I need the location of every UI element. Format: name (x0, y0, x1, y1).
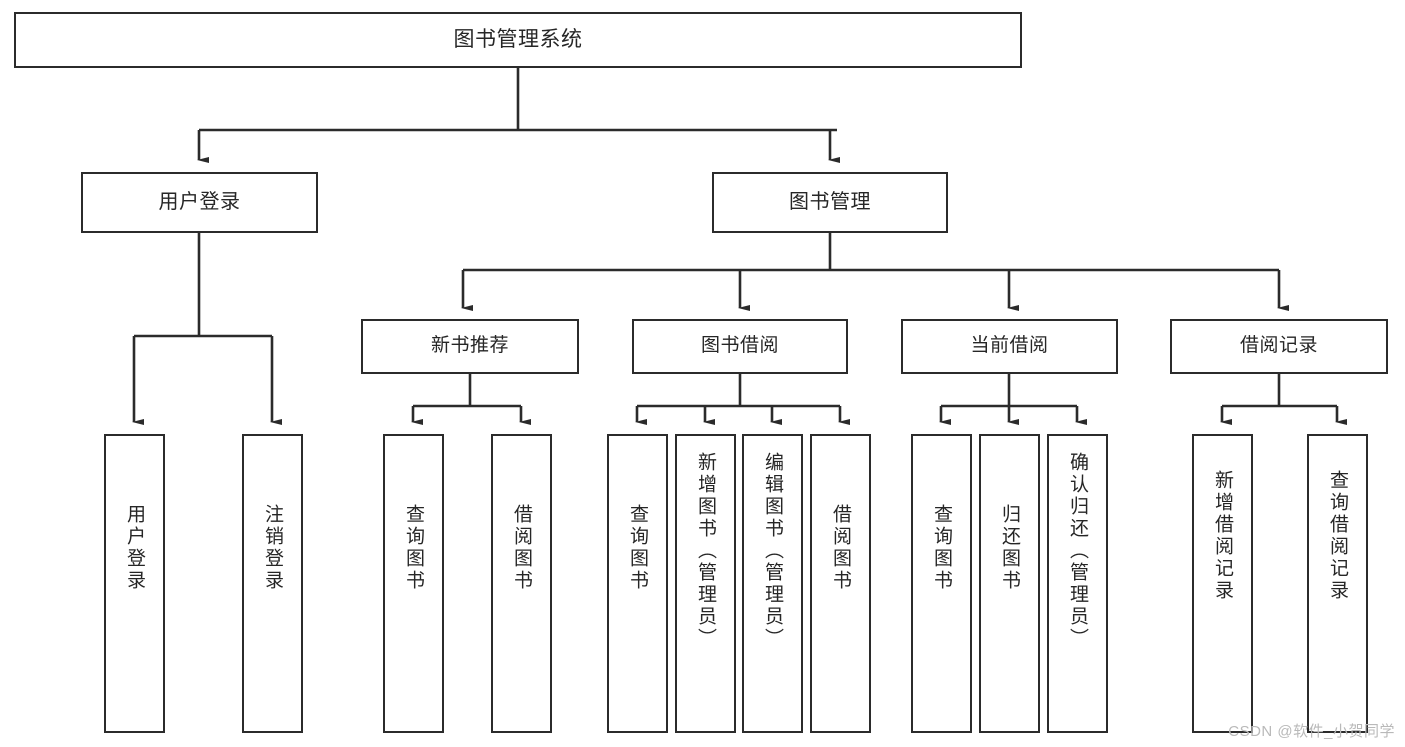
leaf-add-book-admin-label: 新增图书（管理员） (695, 452, 717, 650)
leaf-confirm-return-admin-label: 确认归还（管理员） (1067, 452, 1089, 650)
leaf-return-book[interactable]: 归还图书 (979, 434, 1040, 733)
leaf-query-book-borrow-label: 查询图书 (627, 504, 649, 592)
leaf-query-book-borrow[interactable]: 查询图书 (607, 434, 668, 733)
leaf-edit-book-admin[interactable]: 编辑图书（管理员） (742, 434, 803, 733)
leaf-borrow-book-label: 借阅图书 (830, 504, 852, 592)
node-user-login[interactable]: 用户登录 (81, 172, 318, 233)
leaf-borrow-book[interactable]: 借阅图书 (810, 434, 871, 733)
node-book-management-label: 图书管理 (789, 190, 871, 213)
leaf-query-book-current[interactable]: 查询图书 (911, 434, 972, 733)
node-new-book-recommend-label: 新书推荐 (430, 335, 509, 357)
leaf-user-login-label: 用户登录 (124, 504, 146, 592)
leaf-user-login[interactable]: 用户登录 (104, 434, 165, 733)
leaf-borrow-book-recommend[interactable]: 借阅图书 (491, 434, 552, 733)
leaf-edit-book-admin-label: 编辑图书（管理员） (762, 452, 784, 650)
node-current-borrow-label: 当前借阅 (970, 335, 1049, 357)
node-root[interactable]: 图书管理系统 (14, 12, 1022, 68)
leaf-query-book-current-label: 查询图书 (931, 504, 953, 592)
leaf-query-borrow-record-label: 查询借阅记录 (1327, 470, 1349, 602)
node-borrow-record[interactable]: 借阅记录 (1170, 319, 1388, 374)
leaf-query-borrow-record[interactable]: 查询借阅记录 (1307, 434, 1368, 733)
node-book-borrow[interactable]: 图书借阅 (632, 319, 848, 374)
node-book-borrow-label: 图书借阅 (700, 335, 779, 357)
node-user-login-label: 用户登录 (158, 190, 241, 213)
node-root-label: 图书管理系统 (453, 27, 583, 51)
leaf-logout[interactable]: 注销登录 (242, 434, 303, 733)
leaf-add-book-admin[interactable]: 新增图书（管理员） (675, 434, 736, 733)
leaf-borrow-book-recommend-label: 借阅图书 (511, 504, 533, 592)
csdn-watermark: CSDN @软件_小贺同学 (1228, 723, 1395, 740)
node-borrow-record-label: 借阅记录 (1239, 335, 1318, 357)
leaf-confirm-return-admin[interactable]: 确认归还（管理员） (1047, 434, 1108, 733)
leaf-logout-label: 注销登录 (262, 504, 284, 592)
leaf-add-borrow-record-label: 新增借阅记录 (1212, 470, 1234, 602)
leaf-add-borrow-record[interactable]: 新增借阅记录 (1192, 434, 1253, 733)
node-new-book-recommend[interactable]: 新书推荐 (361, 319, 579, 374)
leaf-query-book-recommend[interactable]: 查询图书 (383, 434, 444, 733)
node-current-borrow[interactable]: 当前借阅 (901, 319, 1118, 374)
leaf-return-book-label: 归还图书 (999, 504, 1021, 592)
node-book-management[interactable]: 图书管理 (712, 172, 948, 233)
leaf-query-book-recommend-label: 查询图书 (403, 504, 425, 592)
